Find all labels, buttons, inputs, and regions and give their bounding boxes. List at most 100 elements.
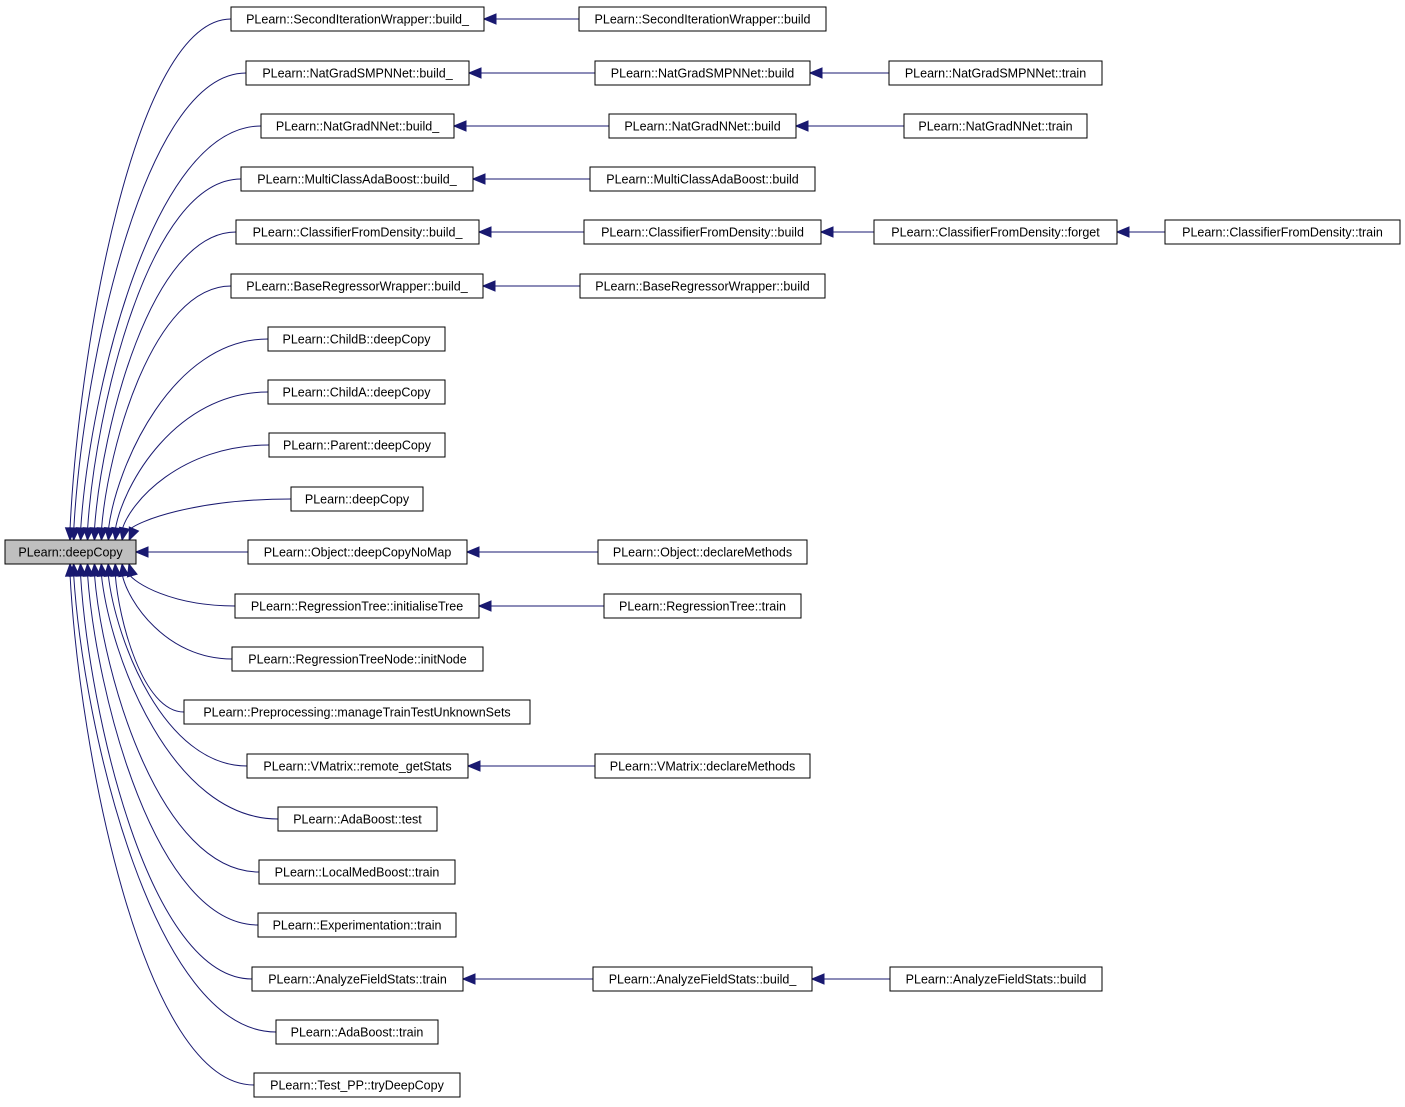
node-plearn-analyzefieldstats-build[interactable]: PLearn::AnalyzeFieldStats::build_: [592, 966, 813, 992]
node-plearn-parent-deepcopy[interactable]: PLearn::Parent::deepCopy: [268, 432, 446, 458]
arrowhead: [68, 527, 81, 542]
node-plearn-preprocessing-managetraintestunknownsets[interactable]: PLearn::Preprocessing::manageTrainTestUn…: [183, 699, 531, 725]
node-plearn-seconditerationwrapper-build[interactable]: PLearn::SecondIterationWrapper::build_: [230, 6, 485, 32]
arrowhead: [111, 526, 123, 542]
arrowhead: [134, 546, 149, 558]
node-label: PLearn::Preprocessing::manageTrainTestUn…: [203, 706, 510, 720]
node-plearn-natgradnnet-train[interactable]: PLearn::NatGradNNet::train: [903, 113, 1088, 139]
call-edge-c2-to-n0: [75, 125, 262, 542]
node-plearn-classifierfromdensity-train[interactable]: PLearn::ClassifierFromDensity::train: [1164, 219, 1401, 245]
node-box: [277, 806, 438, 832]
node-plearn-classifierfromdensity-build[interactable]: PLearn::ClassifierFromDensity::build: [583, 219, 822, 245]
arrowhead: [466, 760, 481, 772]
arrowhead: [477, 226, 492, 238]
node-plearn-localmedboost-train[interactable]: PLearn::LocalMedBoost::train: [258, 859, 456, 885]
node-plearn-regressiontree-initialisetree[interactable]: PLearn::RegressionTree::initialiseTree: [234, 593, 480, 619]
node-label: PLearn::MultiClassAdaBoost::build_: [257, 173, 457, 187]
arrowhead: [452, 120, 467, 132]
call-edge-f4-to-e4: [1115, 226, 1165, 238]
node-plearn-natgradsmpnnet-build[interactable]: PLearn::NatGradSMPNNet::build_: [245, 60, 470, 86]
node-plearn-seconditerationwrapper-build[interactable]: PLearn::SecondIterationWrapper::build: [578, 6, 827, 32]
node-box: [268, 432, 446, 458]
node-plearn-deepcopy[interactable]: PLearn::deepCopy: [290, 486, 424, 512]
edge-line: [87, 573, 259, 926]
node-plearn-classifierfromdensity-build[interactable]: PLearn::ClassifierFromDensity::build_: [235, 219, 480, 245]
edge-line: [73, 573, 277, 1033]
node-box: [578, 6, 827, 32]
node-box: [290, 486, 424, 512]
node-label: PLearn::deepCopy: [305, 493, 410, 507]
node-box: [235, 219, 480, 245]
call-edge-d2-to-c2: [452, 120, 609, 132]
node-box: [583, 219, 822, 245]
edge-line: [69, 18, 232, 531]
node-box: [245, 60, 470, 86]
node-plearn-natgradnnet-build[interactable]: PLearn::NatGradNNet::build: [608, 113, 797, 139]
call-edge-d4-to-c4: [477, 226, 584, 238]
root-node-plearn-deepcopy[interactable]: PLearn::deepCopy: [4, 539, 137, 565]
arrowhead: [89, 527, 101, 542]
node-box: [579, 273, 826, 299]
arrowhead: [810, 973, 825, 985]
node-label: PLearn::NatGradSMPNNet::build: [611, 67, 794, 81]
edge-line: [93, 573, 260, 873]
node-plearn-childa-deepcopy[interactable]: PLearn::ChildA::deepCopy: [267, 379, 446, 405]
call-edge-c16-to-n0: [89, 562, 260, 873]
node-box: [267, 379, 446, 405]
node-plearn-analyzefieldstats-train[interactable]: PLearn::AnalyzeFieldStats::train: [251, 966, 464, 992]
node-box: [594, 60, 811, 86]
node-plearn-natgradsmpnnet-train[interactable]: PLearn::NatGradSMPNNet::train: [888, 60, 1103, 86]
node-plearn-test-pp-trydeepcopy[interactable]: PLearn::Test_PP::tryDeepCopy: [253, 1072, 461, 1098]
node-plearn-adaboost-test[interactable]: PLearn::AdaBoost::test: [277, 806, 438, 832]
arrowhead: [118, 562, 130, 578]
arrowhead: [103, 526, 116, 542]
node-box: [903, 113, 1088, 139]
call-edge-d11-to-c11: [477, 600, 604, 612]
call-edge-c9-to-n0: [128, 498, 292, 542]
node-plearn-natgradsmpnnet-build[interactable]: PLearn::NatGradSMPNNet::build: [594, 60, 811, 86]
arrowhead: [481, 280, 496, 292]
call-edge-e1-to-d1: [808, 67, 889, 79]
node-plearn-regressiontreenode-initnode[interactable]: PLearn::RegressionTreeNode::initNode: [231, 646, 484, 672]
node-box: [234, 593, 480, 619]
node-plearn-analyzefieldstats-build[interactable]: PLearn::AnalyzeFieldStats::build: [889, 966, 1103, 992]
node-plearn-adaboost-train[interactable]: PLearn::AdaBoost::train: [275, 1019, 439, 1045]
call-edge-c15-to-n0: [96, 562, 279, 820]
arrowhead: [126, 562, 138, 578]
node-label: PLearn::ClassifierFromDensity::train: [1182, 226, 1383, 240]
call-edge-d3-to-c3: [471, 173, 590, 185]
node-plearn-baseregressorwrapper-build[interactable]: PLearn::BaseRegressorWrapper::build_: [230, 273, 484, 299]
arrowhead: [467, 67, 482, 79]
edge-line: [87, 178, 242, 531]
node-box: [230, 273, 484, 299]
node-label: PLearn::Object::deepCopyNoMap: [264, 546, 452, 560]
node-plearn-classifierfromdensity-forget[interactable]: PLearn::ClassifierFromDensity::forget: [873, 219, 1118, 245]
node-label: PLearn::ChildA::deepCopy: [282, 386, 431, 400]
edge-line: [100, 285, 232, 531]
node-plearn-experimentation-train[interactable]: PLearn::Experimentation::train: [257, 912, 457, 938]
node-label: PLearn::AnalyzeFieldStats::build: [906, 973, 1087, 987]
node-plearn-childb-deepcopy[interactable]: PLearn::ChildB::deepCopy: [267, 326, 446, 352]
arrowhead: [471, 173, 486, 185]
node-box: [592, 966, 813, 992]
node-label: PLearn::VMatrix::remote_getStats: [263, 760, 451, 774]
node-label: PLearn::NatGradNNet::build_: [276, 120, 440, 134]
node-plearn-natgradnnet-build[interactable]: PLearn::NatGradNNet::build_: [260, 113, 455, 139]
edge-line: [121, 444, 270, 531]
arrowhead: [64, 562, 77, 577]
node-plearn-multiclassadaboost-build[interactable]: PLearn::MultiClassAdaBoost::build_: [240, 166, 474, 192]
node-plearn-baseregressorwrapper-build[interactable]: PLearn::BaseRegressorWrapper::build: [579, 273, 826, 299]
call-edge-c8-to-n0: [118, 444, 270, 542]
node-plearn-multiclassadaboost-build[interactable]: PLearn::MultiClassAdaBoost::build: [589, 166, 816, 192]
node-plearn-vmatrix-declaremethods[interactable]: PLearn::VMatrix::declareMethods: [594, 753, 811, 779]
node-plearn-object-deepcopynomap[interactable]: PLearn::Object::deepCopyNoMap: [247, 539, 468, 565]
node-plearn-regressiontree-train[interactable]: PLearn::RegressionTree::train: [603, 593, 802, 619]
arrowhead: [128, 526, 140, 542]
node-box: [246, 753, 469, 779]
node-label: PLearn::NatGradSMPNNet::train: [905, 67, 1086, 81]
edge-line: [93, 231, 237, 531]
node-layer: PLearn::deepCopy PLearn::SecondIterationW…: [4, 6, 1401, 1098]
node-plearn-object-declaremethods[interactable]: PLearn::Object::declareMethods: [597, 539, 808, 565]
node-plearn-vmatrix-remote-getstats[interactable]: PLearn::VMatrix::remote_getStats: [246, 753, 469, 779]
node-box: [608, 113, 797, 139]
